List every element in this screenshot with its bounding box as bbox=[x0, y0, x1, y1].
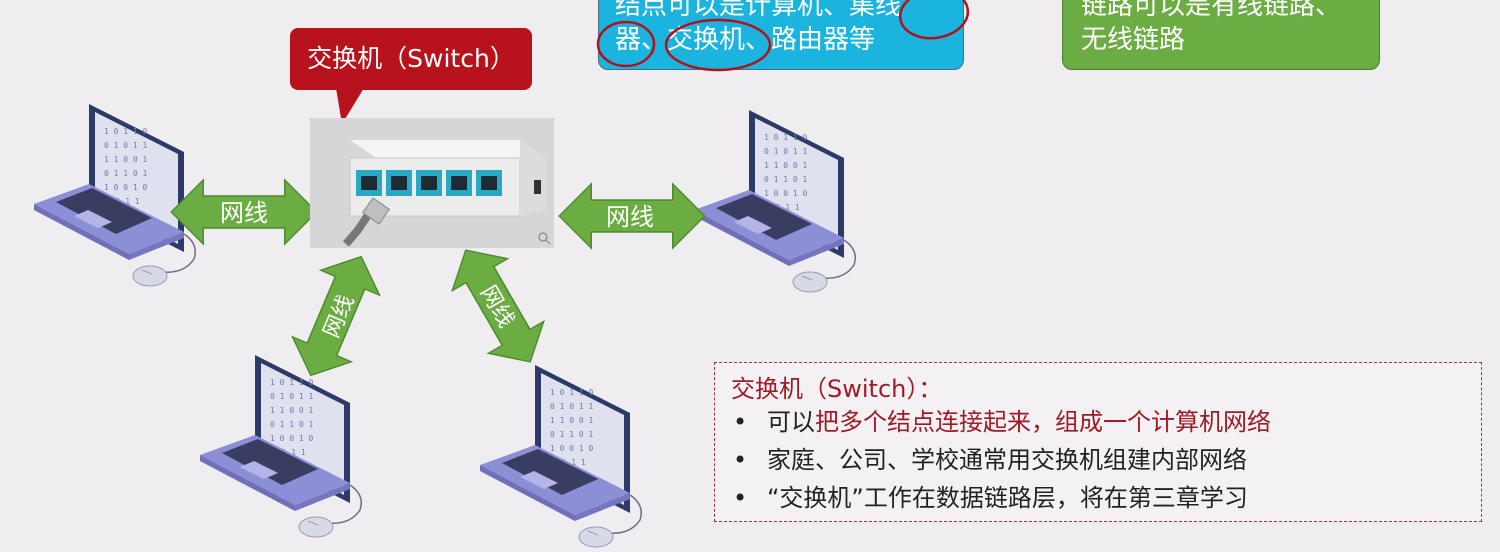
link-box-line1: 链路可以是有线链路、 bbox=[1081, 0, 1342, 21]
arrow-label-right: 网线 bbox=[606, 203, 654, 231]
notes-title: 交换机（Switch）： bbox=[731, 375, 943, 403]
notes-item-1-prefix: 可以 bbox=[767, 408, 815, 436]
bullet: • bbox=[733, 484, 748, 512]
laptop-top-right bbox=[693, 109, 856, 293]
zoom-icon bbox=[538, 232, 548, 242]
notes-item-2-text: 家庭、公司、学校通常用交换机组建内部网络 bbox=[767, 446, 1247, 474]
notes-item-3-text: “交换机”工作在数据链路层，将在第三章学习 bbox=[767, 484, 1248, 512]
notes-item-2: • 家庭、公司、学校通常用交换机组建内部网络 bbox=[729, 441, 1271, 479]
notes-item-1-highlight: 把多个结点连接起来，组成一个计算机网络 bbox=[815, 408, 1271, 436]
switch-notes-box: 交换机（Switch）： • 可以把多个结点连接起来，组成一个计算机网络 • 家… bbox=[714, 362, 1482, 522]
notes-list: • 可以把多个结点连接起来，组成一个计算机网络 • 家庭、公司、学校通常用交换机… bbox=[729, 403, 1271, 517]
laptop-top-left bbox=[33, 103, 196, 287]
bullet: • bbox=[733, 446, 748, 474]
link-box-line2: 无线链路 bbox=[1081, 25, 1186, 55]
switch-image bbox=[310, 118, 554, 248]
notes-item-3: • “交换机”工作在数据链路层，将在第三章学习 bbox=[729, 479, 1271, 517]
switch-callout: 交换机（Switch） bbox=[290, 28, 532, 90]
laptop-bottom-right bbox=[479, 364, 642, 548]
bullet: • bbox=[733, 408, 748, 436]
node-box-line1: 结点可以是计算机、集线 bbox=[615, 0, 902, 21]
link-definition-box: 链路可以是有线链路、 无线链路 bbox=[1062, 0, 1380, 70]
arrow-label-left: 网线 bbox=[220, 199, 268, 227]
notes-item-1: • 可以把多个结点连接起来，组成一个计算机网络 bbox=[729, 403, 1271, 441]
laptop-bottom-left bbox=[199, 354, 362, 538]
